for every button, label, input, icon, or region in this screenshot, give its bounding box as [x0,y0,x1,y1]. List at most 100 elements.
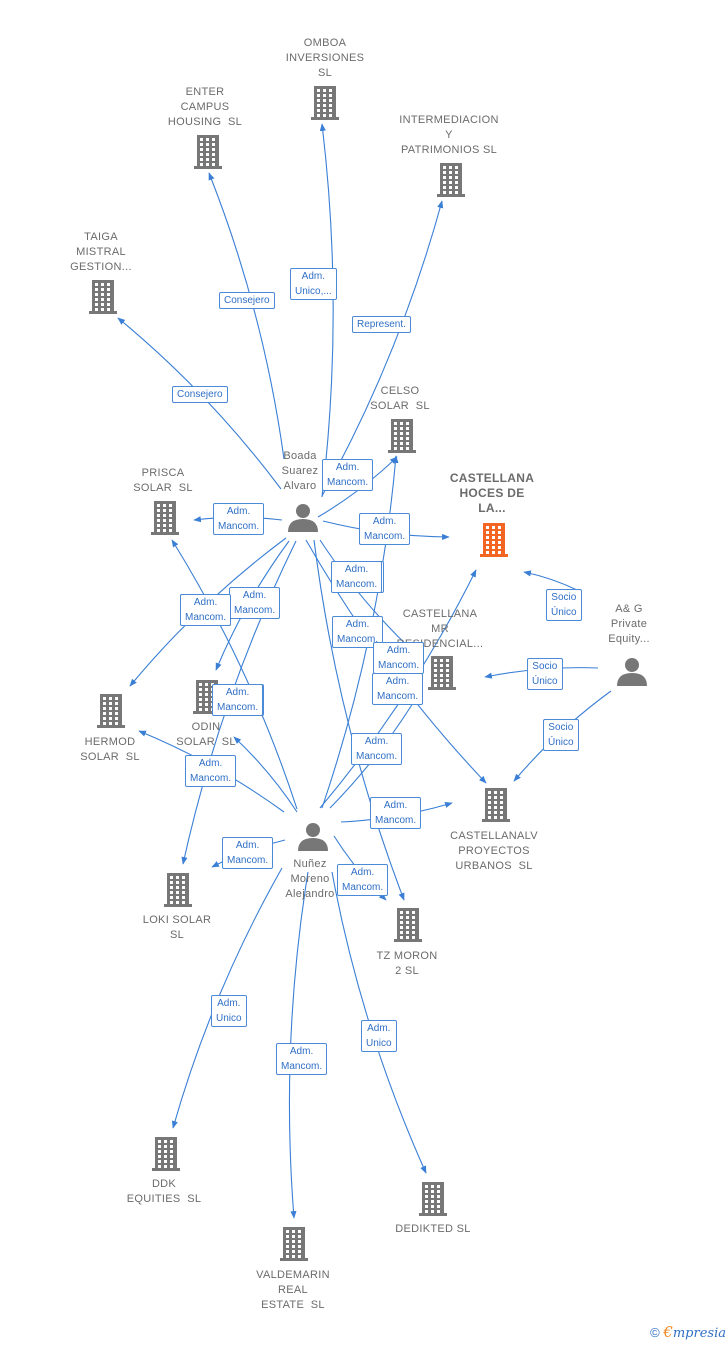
node-label-line: Suarez [281,465,319,477]
prisca-building-icon[interactable] [151,501,179,535]
edge-label-line: Mancom. [185,612,227,623]
castellana_mr-building-icon[interactable] [428,656,456,690]
node-label-dedikted[interactable]: DEDIKTED SL [373,1222,493,1237]
edge-label-boada-to-celso[interactable]: Adm.Mancom. [322,459,374,491]
node-label-line: VALDEMARIN [256,1269,330,1281]
edge-label-boada-to-enter[interactable]: Consejero [219,292,275,309]
edge-label-boada-to-intermediacion[interactable]: Represent. [352,316,411,333]
castellanalv-building-icon[interactable] [482,788,510,822]
edge-label-line: Único [551,607,577,618]
node-label-line: URBANOS SL [455,860,533,872]
edge-label-boada-to-taiga[interactable]: Consejero [172,386,228,403]
edge-label-line: Adm. [225,687,250,698]
edge-label-line: Adm. [289,1046,314,1057]
node-label-line: HERMOD [84,736,136,748]
taiga-building-icon[interactable] [89,280,117,314]
edge-label-boada-to-castellana_hoces[interactable]: Adm.Mancom. [359,513,411,545]
node-label-line: Boada [283,450,317,462]
edge-label-nunez-to-odin[interactable]: Adm.Mancom. [212,684,264,716]
node-label-line: EQUITIES SL [126,1193,202,1205]
dedikted-building-icon[interactable] [419,1182,447,1216]
tzmoron-building-icon[interactable] [394,908,422,942]
node-label-line: HOUSING SL [167,116,243,128]
node-label-line: REAL [278,1284,308,1296]
ddk-building-icon[interactable] [152,1137,180,1171]
nunez-person-icon[interactable] [298,823,328,851]
node-label-line: SOLAR SL [133,482,193,494]
edge-label-line: Mancom. [234,605,276,616]
edge-nunez-to-prisca [171,539,298,810]
edge-label-line: Adm. [217,998,241,1009]
node-label-hermod[interactable]: HERMOD SOLAR SL [50,735,170,765]
node-label-line: CASTELLANALV [450,830,538,842]
edge-label-line: Unico,... [295,286,332,297]
edge-label-nunez-to-castellanalv[interactable]: Adm.Mancom. [370,797,422,829]
edge-label-line: Adm. [198,758,223,769]
edge-label-line: Mancom. [378,660,420,671]
castellana_hoces-building-icon[interactable] [480,523,508,557]
edge-label-line: Único [532,676,558,687]
node-label-line: Equity... [608,633,650,645]
omboa-building-icon[interactable] [311,86,339,120]
edge-label-nunez-to-castellana_mr[interactable]: Adm.Mancom. [351,733,403,765]
node-label-line: ENTER [185,86,225,98]
edge-label-nunez-to-prisca[interactable]: Adm.Mancom. [180,594,232,626]
node-label-line: SOLAR SL [80,751,140,763]
node-label-line: PROYECTOS [458,845,530,857]
edge-label-line: Adm. [226,506,251,517]
edge-label-nunez-to-valdemarin[interactable]: Adm.Mancom. [276,1043,328,1075]
hermod-building-icon[interactable] [97,694,125,728]
edge-label-line: Adm. [386,645,411,656]
node-label-line: CELSO [380,385,420,397]
edge-label-boada-to-tzmoron[interactable]: Adm. Mancom. [373,642,425,674]
node-label-odin[interactable]: ODIN SOLAR SL [146,720,266,750]
celso-building-icon[interactable] [388,419,416,453]
edge-label-line: Adm. [385,676,410,687]
edge-label-nunez-to-tzmoron[interactable]: Adm.Mancom. [337,864,389,896]
node-label-line: Alejandro [285,888,335,900]
edge-label-nunez-to-dedikted[interactable]: Adm.Unico [361,1020,397,1052]
intermediacion-building-icon[interactable] [437,163,465,197]
node-label-castellanalv[interactable]: CASTELLANALV PROYECTOS URBANOS SL [434,829,554,874]
copyright-icon: © [650,1325,660,1340]
node-label-line: SOLAR SL [176,736,236,748]
edge-label-boada-to-omboa[interactable]: Adm.Unico,... [290,268,337,300]
node-label-line: ODIN [191,721,221,733]
edge-label-line: Único [548,737,574,748]
edge-label-nunez-to-celso[interactable]: Adm.Mancom. [331,561,383,593]
ag-person-icon[interactable] [617,658,647,686]
loki-building-icon[interactable] [164,873,192,907]
edge-label-line: Adm. [367,1023,391,1034]
edge-label-line: Mancom. [364,531,406,542]
boada-person-icon[interactable] [288,504,318,532]
edge-label-line: Mancom. [190,773,232,784]
edge-label-nunez-to-hermod[interactable]: Adm. Mancom. [185,755,237,787]
node-label-line: Moreno [290,873,330,885]
valdemarin-building-icon[interactable] [280,1227,308,1261]
edge-label-nunez-to-castellana_hoces[interactable]: Adm.Mancom. [372,673,424,705]
node-label-line: OMBOA [303,37,347,49]
edge-label-boada-to-odin[interactable]: Adm.Mancom. [229,587,281,619]
edge-label-nunez-to-ddk[interactable]: Adm.Unico [211,995,247,1027]
edge-label-nunez-to-loki[interactable]: Adm.Mancom. [222,837,274,869]
edge-label-boada-to-prisca[interactable]: Adm.Mancom. [213,503,265,535]
enter-building-icon[interactable] [194,135,222,169]
